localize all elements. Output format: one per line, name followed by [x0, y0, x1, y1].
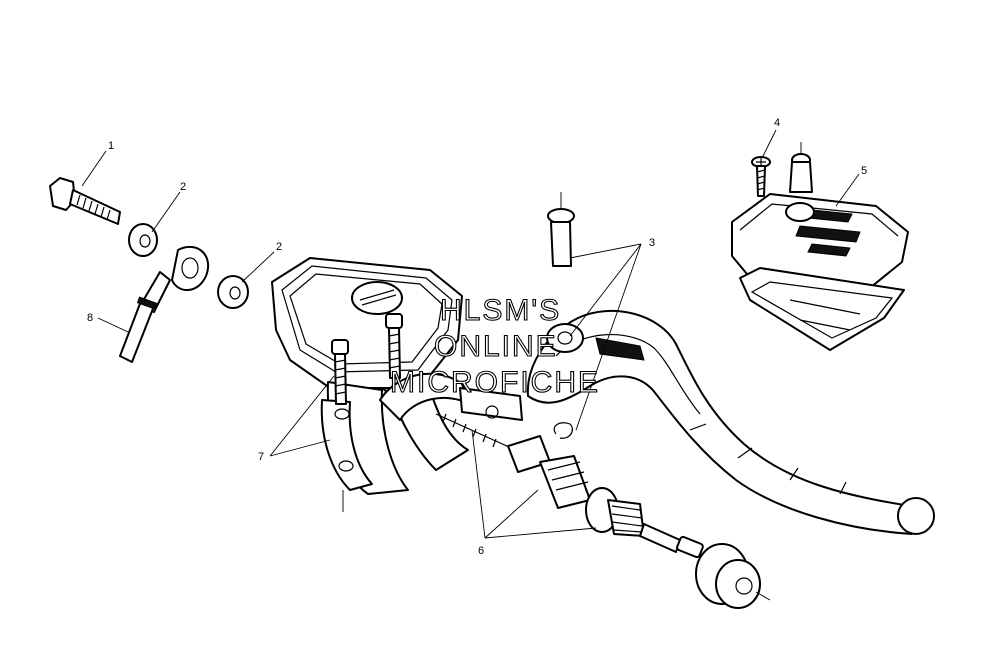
clamp-bolts — [331, 313, 403, 512]
watermark: HLSM'S ONLINE MICROFICHE — [389, 293, 600, 399]
washer-left — [128, 223, 158, 257]
callout-1: 1 — [108, 140, 114, 152]
washer-right — [217, 275, 249, 309]
watermark-line-1: HLSM'S — [440, 294, 561, 327]
leader-lines — [81, 129, 860, 539]
callout-2-right: 2 — [276, 241, 282, 253]
callout-7: 7 — [258, 451, 264, 463]
watermark-line-2: ONLINE — [434, 330, 558, 363]
callout-6: 6 — [478, 545, 484, 557]
callout-3: 3 — [649, 237, 655, 249]
watermark-line-3: MICROFICHE — [390, 366, 600, 399]
callout-4: 4 — [774, 117, 780, 129]
banjo-bolt — [49, 177, 121, 225]
callout-8: 8 — [87, 312, 93, 324]
callout-2-left: 2 — [180, 181, 186, 193]
cover-screw — [751, 156, 771, 197]
pivot-clip — [553, 422, 573, 439]
callout-5: 5 — [861, 165, 867, 177]
reservoir-cover — [731, 193, 909, 351]
reservoir-plug — [789, 142, 813, 193]
dust-boot — [695, 543, 771, 609]
brake-hose — [119, 245, 209, 363]
pivot-pin — [547, 192, 575, 267]
master-cylinder-body — [271, 257, 523, 495]
callout-labels: 1 2 2 3 4 5 6 7 8 — [87, 117, 867, 557]
piston-assembly — [435, 413, 704, 559]
